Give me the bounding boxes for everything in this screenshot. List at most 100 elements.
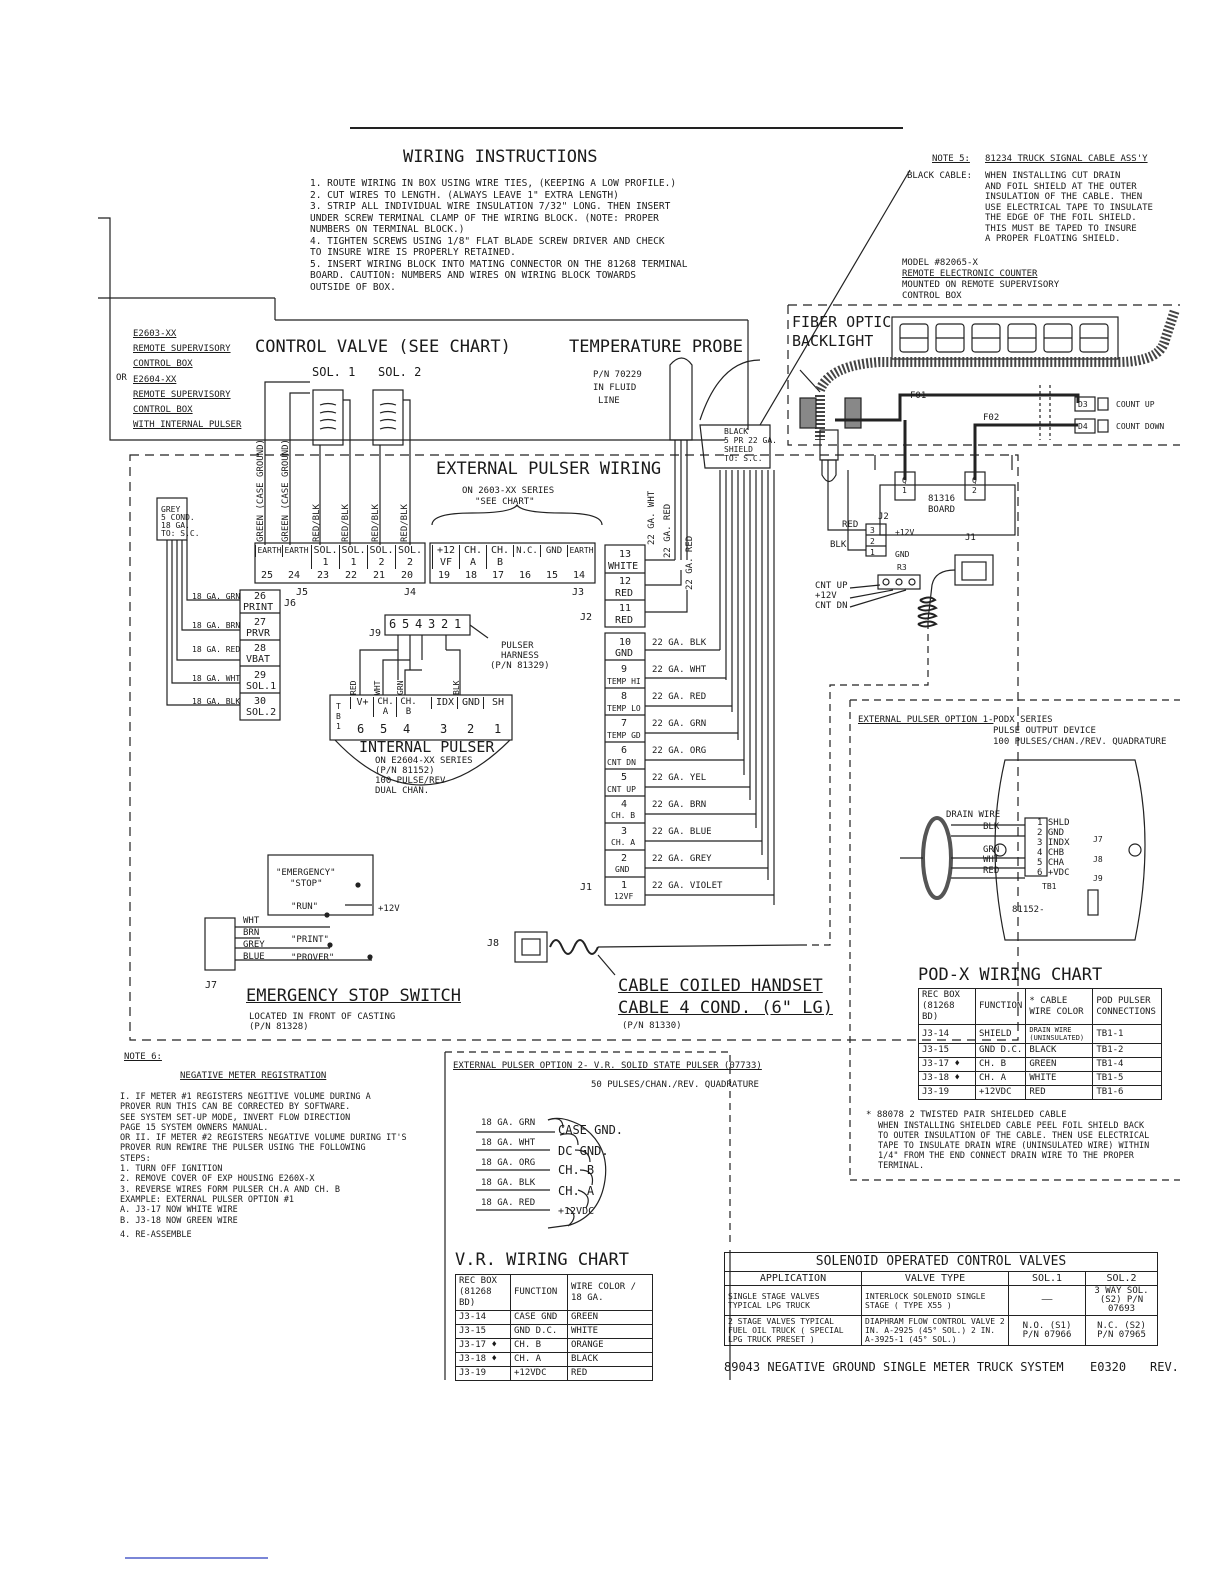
table-cell: DIAPHRAM FLOW CONTROL VALVE 2 IN. A-2925… <box>861 1315 1009 1346</box>
note-line: 4. RE-ASSEMBLE <box>120 1229 192 1240</box>
terminal-number: 25 <box>261 570 274 581</box>
internal-pulser-line: DUAL CHAN. <box>375 786 430 796</box>
terminal-label: N.C. <box>513 545 540 557</box>
counter-model-text: MODEL #82065-X REMOTE ELECTRONIC COUNTER… <box>902 258 1059 302</box>
table-cell: J3-17 ♦ <box>455 1338 511 1353</box>
instruction-line: 1. ROUTE WIRING IN BOX USING WIRE TIES, … <box>310 178 677 189</box>
vr-wire-label: 18 GA. GRN <box>481 1118 536 1128</box>
option1-line: 100 PULSES/CHAN./REV. QUADRATURE <box>993 737 1167 747</box>
terminal-number: 20 <box>401 570 414 581</box>
j1-num: 4 <box>621 799 628 810</box>
pulser-harness-label: PULSER <box>501 641 534 651</box>
backlight-label: BACKLIGHT <box>792 332 874 350</box>
table-cell: J3-19 <box>455 1366 511 1381</box>
table-header-row: APPLICATION VALVE TYPE SOL.1 SOL.2 <box>724 1271 1158 1286</box>
j1-name: GND <box>615 865 630 874</box>
stop-label: "STOP" <box>290 879 323 889</box>
pulser-harness-pn: (P/N 81329) <box>490 661 550 671</box>
q2-label: Q <box>972 476 977 485</box>
table-row: J3-17 ♦ CH. B GREEN TB1-4 <box>918 1057 1163 1072</box>
j9-label: J9 <box>369 628 382 639</box>
vr-wire-label: 18 GA. BLK <box>481 1178 536 1188</box>
grey-cable-line: 5 COND. <box>161 513 195 522</box>
grey-cable-line: TO: S.C. <box>161 529 200 538</box>
counter-line: MOUNTED ON REMOTE SUPERVISORY <box>902 280 1060 290</box>
table-cell: GREEN <box>567 1310 653 1325</box>
terminal-label: SOL. 1 <box>339 545 367 569</box>
vr-term: DC GND. <box>558 1144 609 1158</box>
table-cell: DRAIN WIRE (UNINSULATED) <box>1025 1024 1094 1044</box>
note6-heading: NOTE 6: <box>124 1052 162 1062</box>
j1-wire-label: 22 GA. RED <box>652 692 707 702</box>
terminal-number: 16 <box>519 570 532 581</box>
note-line: PROVER RUN REWIRE THE PULSER USING THE F… <box>120 1143 366 1154</box>
j1-num: 6 <box>621 745 628 756</box>
table-header-cell: VALVE TYPE <box>861 1271 1009 1286</box>
f02-label: F02 <box>983 413 1000 423</box>
table-cell: ORANGE <box>567 1338 653 1353</box>
j1-name: CNT UP <box>607 785 636 794</box>
black-cable-line: 5 PR 22 GA. <box>724 436 777 445</box>
table-cell: N.O. (S1) P/N 07966 <box>1008 1315 1086 1346</box>
handset-pn: (P/N 81330) <box>622 1021 682 1031</box>
probe-pn: P/N 70229 <box>593 370 642 380</box>
probe-in-fluid: IN FLUID <box>593 383 637 393</box>
tb1-label: TB1 <box>1042 882 1057 891</box>
j9-wire-label: WHT <box>373 680 382 695</box>
vertical-wire-label: GREEN (CASE GROUND) <box>256 439 266 542</box>
j2-num: 12 <box>619 576 632 587</box>
terminal-label: EARTH <box>567 545 595 557</box>
instruction-line: OUTSIDE OF BOX. <box>310 281 396 293</box>
note-line: A PROPER FLOATING SHIELD. <box>985 234 1121 244</box>
j2-pin-1: 1 <box>870 548 875 557</box>
terminal-label: +12 VF <box>432 545 459 569</box>
j6-wire: 18 GA. BLK <box>192 697 241 706</box>
note-line: I. IF METER #1 REGISTERS NEGITIVE VOLUME… <box>120 1092 371 1102</box>
j1-name: 12VF <box>614 892 634 901</box>
note-line: EXAMPLE: EXTERNAL PULSER OPTION #1 <box>120 1194 294 1205</box>
footnote-line: TERMINAL. <box>878 1161 925 1171</box>
pod-wire-label: RED <box>983 866 1000 876</box>
table-cell: WHITE <box>1025 1071 1094 1086</box>
supervisory-line: REMOTE SUPERVISORY <box>133 389 231 400</box>
internal-pulser-line: 100 PULSE/REV <box>375 776 446 786</box>
terminal-number: 18 <box>465 570 478 581</box>
external-pulser-sub2: "SEE CHART" <box>475 497 535 507</box>
j6-name: PRINT <box>243 602 274 613</box>
j9-pin: 4 <box>415 617 423 631</box>
j1-name: CNT DN <box>607 758 636 767</box>
external-pulser-sub1: ON 2603-XX SERIES <box>462 486 555 496</box>
drain-wire-label: DRAIN WIRE <box>946 810 1001 820</box>
solenoid-valves-chart: SOLENOID OPERATED CONTROL VALVES APPLICA… <box>724 1252 1158 1346</box>
instruction-line: TO INSURE WIRE IS PROPERLY RETAINED. <box>310 247 516 258</box>
red-wire-label: RED <box>842 520 859 530</box>
j9-wire-label: GRN <box>396 680 405 695</box>
control-valve-title: CONTROL VALVE (SEE CHART) <box>255 337 511 357</box>
j9-pin: 6 <box>389 617 397 631</box>
table-header-cell: FUNCTION <box>974 988 1027 1025</box>
j9-pin: 5 <box>402 617 410 631</box>
instruction-line: 5. INSERT WIRING BLOCK INTO MATING CONNE… <box>310 258 688 270</box>
run-label: "RUN" <box>291 902 319 912</box>
option2-heading: EXTERNAL PULSER OPTION 2- V.R. SOLID STA… <box>453 1061 762 1071</box>
table-header-row: REC BOX (81268 BD) FUNCTION WIRE COLOR /… <box>455 1274 653 1311</box>
note5-label: BLACK CABLE: <box>907 171 973 181</box>
pod-term: 3 INDX <box>1037 838 1070 848</box>
j2-num: 11 <box>619 603 632 614</box>
vr-chart-title: V.R. WIRING CHART <box>455 1250 629 1270</box>
j1-name: CH. B <box>611 811 636 820</box>
pod-wiring-chart: REC BOX (81268 BD) FUNCTION * CABLE WIRE… <box>918 988 1163 1100</box>
table-cell: J3-17 ♦ <box>918 1057 976 1072</box>
j9-wire-label: RED <box>349 680 358 695</box>
q1-num: 1 <box>902 486 907 495</box>
note5-title: 81234 TRUCK SIGNAL CABLE ASS'Y <box>985 154 1148 164</box>
note-line: A. J3-17 NOW WHITE WIRE <box>120 1205 238 1216</box>
note-line: USE ELECTRICAL TAPE TO INSULATE <box>985 202 1153 213</box>
table-cell: TB1-2 <box>1092 1043 1163 1058</box>
vertical-wire-label: RED/BLK <box>400 504 410 542</box>
table-cell: SHIELD <box>974 1024 1027 1044</box>
option1-line: PODX SERIES <box>993 715 1053 725</box>
pulser-term-label: CH. B <box>396 697 420 717</box>
j2-name: WHITE <box>608 561 639 572</box>
